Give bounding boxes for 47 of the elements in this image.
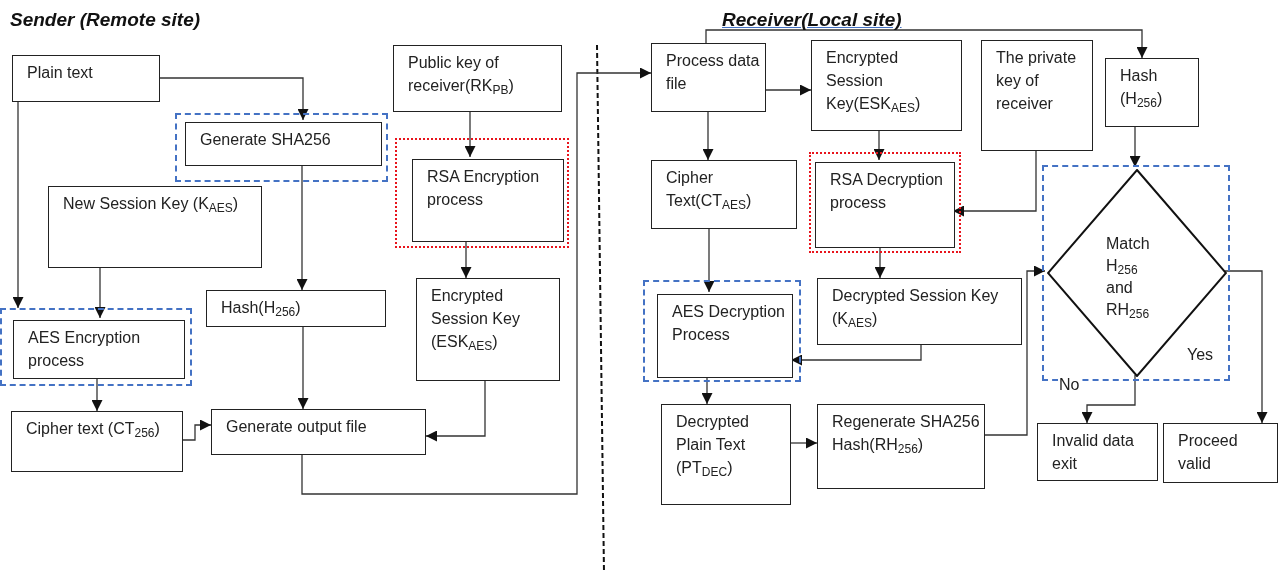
process-box: Invalid data exit [1037,423,1158,481]
arrow [464,111,476,158]
process-box: AES Decryption Process [657,294,793,378]
arrow [159,77,309,121]
arrow [984,265,1046,436]
process-box: Hash (H$_{256}$) [1105,58,1199,127]
arrow [1129,126,1141,168]
arrow [790,437,818,449]
process-box: RSA Encryption process [412,159,564,242]
arrow [702,111,714,161]
dotted-frame [395,138,569,248]
section-heading: Sender (Remote site) [10,8,201,32]
arrow [873,130,885,161]
arrow [182,419,212,441]
process-box: The private key of receiver [981,40,1093,151]
process-box: Cipher text (CT$_{256}$) [11,411,183,472]
process-box: Public key of receiver(RK$_{PB}$) [393,45,562,112]
process-box: Generate output file [211,409,426,455]
process-box: Decrypted Plain Text (PT$_{DEC}$) [661,404,791,505]
process-box: Decrypted Session Key (K$_{AES}$) [817,278,1022,345]
arrow [301,67,652,495]
arrow [1081,374,1136,424]
process-box: Regenerate SHA256 Hash(RH$_{256}$) [817,404,985,489]
process-box: Proceed valid [1163,423,1278,483]
dashed-frame [643,280,801,382]
dashed-frame [0,308,192,386]
arrow [94,267,106,319]
section-heading: Receiver(Local site) [722,8,902,32]
process-box: Encrypted Session Key(ESK$_{AES}$) [811,40,962,131]
arrow [425,380,486,442]
process-box: AES Encryption process [13,320,185,379]
dotted-frame [809,152,961,253]
arrow [297,326,309,410]
process-box: Hash(H$_{256}$) [206,290,386,327]
process-box: New Session Key (K$_{AES}$) [48,186,262,268]
arrow [12,101,24,309]
process-box: Cipher Text(CT$_{AES}$) [651,160,797,229]
process-box: Generate SHA256 [185,122,382,166]
process-box: Plain text [12,55,160,102]
process-box: Encrypted Session Key (ESK$_{AES}$) [416,278,560,381]
arrow [703,228,715,293]
dashed-frame [175,113,388,182]
arrow [765,84,812,96]
arrow [1224,270,1268,424]
process-box: Process data file [651,43,766,112]
process-box: RSA Decryption process [815,162,955,248]
arrow [705,29,1148,59]
